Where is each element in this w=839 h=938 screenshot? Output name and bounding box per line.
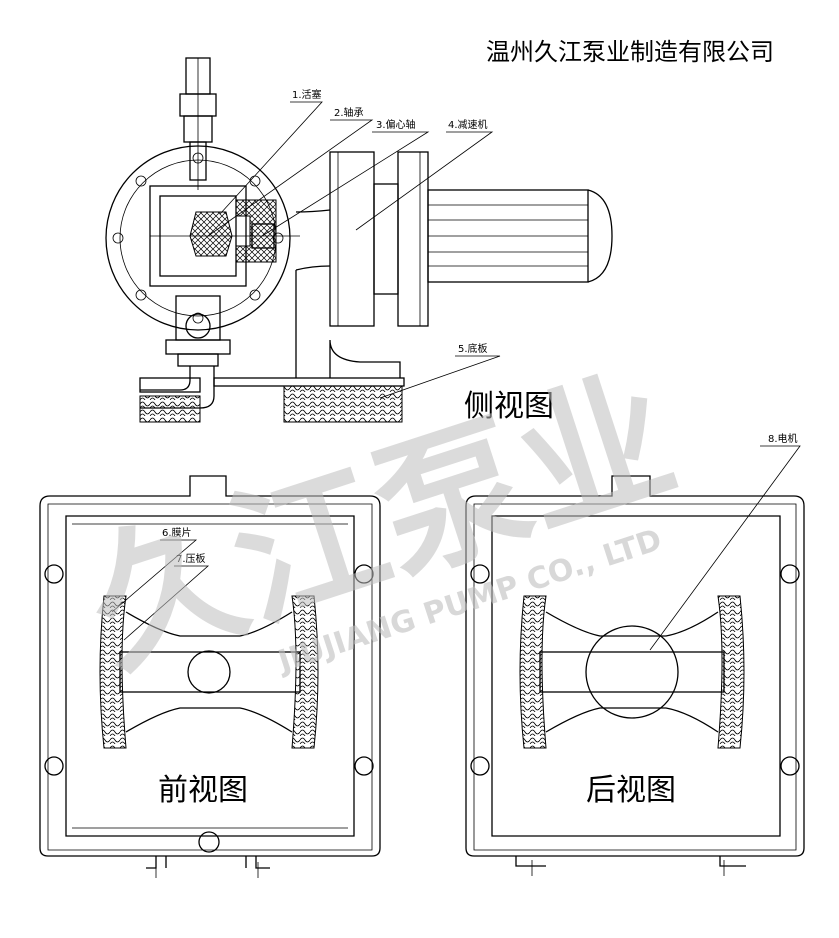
callout-piston: 1.活塞 xyxy=(292,88,322,101)
front-center-hub xyxy=(187,650,231,694)
callout-diaphragm: 6.膜片 xyxy=(162,526,192,539)
front-view-title: 前视图 xyxy=(158,773,248,808)
rear-diaphragm-right xyxy=(717,595,745,749)
rear-view-title: 后视图 xyxy=(586,773,676,808)
callout-pressure-plate: 7.压板 xyxy=(176,552,206,565)
front-view: 6.膜片 7.压板 前视图 xyxy=(39,475,381,878)
callout-reducer: 4.减速机 xyxy=(448,118,488,131)
rear-view: 8.电机 后视图 xyxy=(465,432,805,876)
piston-rod-fitting xyxy=(179,57,217,190)
flange-outer xyxy=(105,145,291,331)
front-diaphragm-left xyxy=(99,595,127,749)
callout-eccentric-shaft: 3.偏心轴 xyxy=(376,118,416,131)
front-diaphragm-right xyxy=(291,595,319,749)
company-name: 温州久江泵业制造有限公司 xyxy=(486,38,774,66)
callout-base-plate: 5.底板 xyxy=(458,342,488,355)
base-plate xyxy=(213,377,405,387)
side-view: 1.活塞 2.轴承 3.偏心轴 4.减速机 5.底板 侧视图 xyxy=(105,57,613,424)
callout-bearing: 2.轴承 xyxy=(334,106,364,119)
motor-side xyxy=(427,189,613,283)
base-plate-block xyxy=(283,385,403,423)
rear-motor-circle xyxy=(585,625,679,719)
reducer xyxy=(329,151,429,327)
callout-motor: 8.电机 xyxy=(768,432,798,445)
side-view-title: 侧视图 xyxy=(464,389,554,424)
rear-diaphragm-left xyxy=(519,595,547,749)
